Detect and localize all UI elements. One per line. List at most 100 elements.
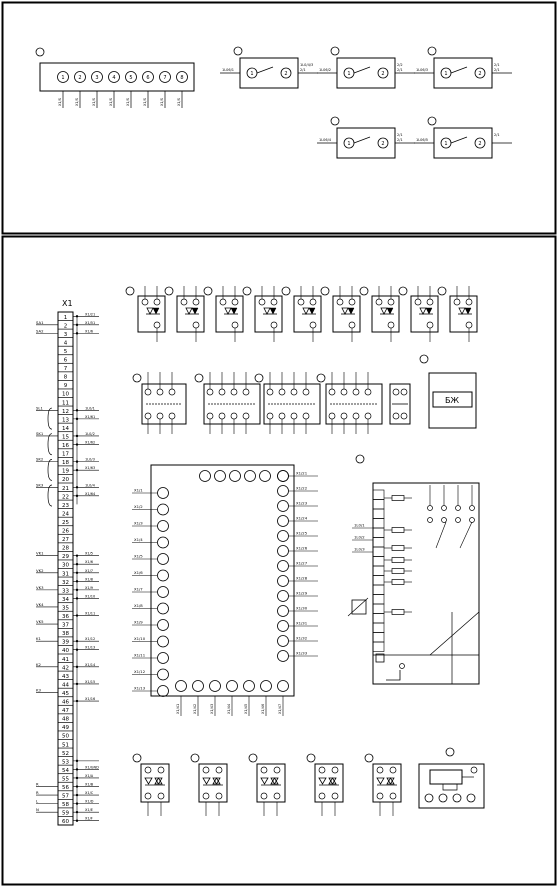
module-pin-top	[144, 388, 152, 396]
switch-box	[433, 57, 493, 89]
terminal-number: 57	[62, 794, 69, 800]
bottom-module-pin	[202, 792, 210, 800]
board-terminal	[372, 518, 385, 529]
terminal-number: 1	[64, 315, 68, 321]
switch-left-label: 1L06/2	[319, 68, 331, 72]
terminal-right-label: X1/9	[85, 586, 93, 590]
controller-left-label: X1/3	[134, 521, 143, 526]
module-pin-bottom	[156, 412, 164, 420]
board-terminal	[372, 527, 385, 538]
controller-pin-left	[157, 668, 169, 681]
switch-tag-icon	[233, 46, 243, 56]
controller-pin-left	[157, 553, 169, 565]
terminal-number: 19	[62, 469, 69, 475]
relay-pin	[387, 321, 395, 329]
terminal-left-label: SL1	[36, 405, 44, 410]
terminal-number: 54	[62, 768, 69, 774]
relay-pin	[465, 298, 473, 306]
controller-right-label: X1/27	[296, 561, 308, 566]
switch-contact-label: 1	[444, 71, 447, 77]
switch-contact-label: 1	[347, 141, 350, 147]
relay-pin	[309, 321, 317, 329]
terminal-left-label: L	[36, 799, 39, 804]
terminal-number: 47	[62, 708, 69, 714]
switch-right-label-top: 2/1	[494, 133, 500, 137]
controller-pin-bottom	[260, 680, 272, 692]
module-pin-bottom	[206, 412, 214, 420]
controller-pin-left	[157, 503, 169, 516]
board-terminal	[372, 613, 385, 624]
switch-contact-label: 1	[347, 71, 350, 77]
controller-pin-right	[277, 515, 289, 527]
terminal-right-label: X1/61	[85, 415, 95, 419]
switch-right-label-top: 2/1	[494, 63, 500, 67]
bottom-right-wire	[442, 784, 458, 791]
relay-box	[176, 295, 205, 333]
relay-pin	[336, 298, 344, 306]
board-terminal	[372, 584, 385, 595]
terminal-left-label: K1	[36, 636, 41, 641]
controller-pin-right	[277, 620, 289, 632]
board-resistor	[391, 609, 405, 615]
terminal-right-label: 1L0/1	[85, 406, 95, 410]
connector-wire-label: X1/S	[109, 97, 113, 106]
switch-box	[433, 127, 493, 159]
controller-pin-bottom	[175, 680, 187, 692]
controller-pin-left	[157, 619, 169, 631]
terminal-number: 51	[62, 742, 69, 748]
switch-contact-2	[377, 137, 389, 149]
terminal-right-label: X1/F	[85, 817, 93, 821]
switch-left-label: 1L06/5	[416, 138, 428, 142]
terminal-right-label: X1/21	[85, 312, 95, 316]
module-tag-icon	[132, 373, 142, 383]
controller-bottom-label: X1/47	[278, 704, 282, 714]
relay-tag-icon	[281, 286, 291, 296]
terminal-left-label: R	[36, 782, 39, 787]
bottom-module-pin	[202, 766, 210, 774]
bottom-module-triac-icon	[154, 777, 163, 785]
bottom-module-pin	[318, 766, 326, 774]
board-resistor	[391, 557, 405, 563]
relay-pin	[219, 298, 227, 306]
connector-wire-label: X1/S	[143, 97, 147, 106]
terminal-number: 2	[64, 323, 68, 329]
switch-box	[239, 57, 299, 89]
connector-wire-label: X1/S	[126, 97, 130, 106]
terminal-left-label: VK1	[36, 551, 44, 556]
controller-bottom-label: X1/41	[176, 704, 180, 714]
bottom-module-pin	[273, 766, 281, 774]
terminal-number: 6	[64, 358, 68, 364]
relay-box	[410, 295, 439, 333]
switch-blade	[450, 136, 468, 144]
terminal-number: 11	[62, 400, 69, 406]
relay-tag-icon	[125, 286, 135, 296]
board-terminal	[372, 537, 385, 548]
relay-diode-icon	[308, 307, 316, 315]
relay-box	[449, 295, 478, 333]
module-pin-bottom	[218, 412, 226, 420]
module-row	[132, 372, 411, 434]
controller-left-label: X1/6	[134, 570, 143, 575]
relay-pin	[153, 321, 161, 329]
terminal-right-label: X1/GND	[85, 765, 99, 769]
bottom-module-triac-icon	[212, 777, 221, 785]
connector-pin-number: 8	[180, 75, 183, 81]
relay-triac-icon	[458, 307, 466, 315]
controller-pin-right	[277, 590, 289, 602]
relay-tag-icon	[203, 286, 213, 296]
relay-triac-icon	[185, 307, 193, 315]
terminal-number: 17	[62, 452, 69, 458]
controller-pin-bottom	[277, 680, 289, 692]
terminal-number: 45	[62, 691, 69, 697]
connector-pin-number: 5	[129, 75, 132, 81]
switch-blade	[450, 66, 468, 74]
switch-right-label-bottom: 2/1	[300, 68, 306, 72]
board-terminal	[372, 556, 385, 567]
controller-pin-right	[277, 605, 289, 617]
power-block: БЖ	[419, 354, 477, 429]
relay-diode-icon	[230, 307, 238, 315]
controller-left-label: X1/10	[134, 636, 146, 641]
relay-diode-icon	[464, 307, 472, 315]
module-pin-bottom	[302, 412, 310, 420]
terminal-number: 59	[62, 811, 69, 817]
